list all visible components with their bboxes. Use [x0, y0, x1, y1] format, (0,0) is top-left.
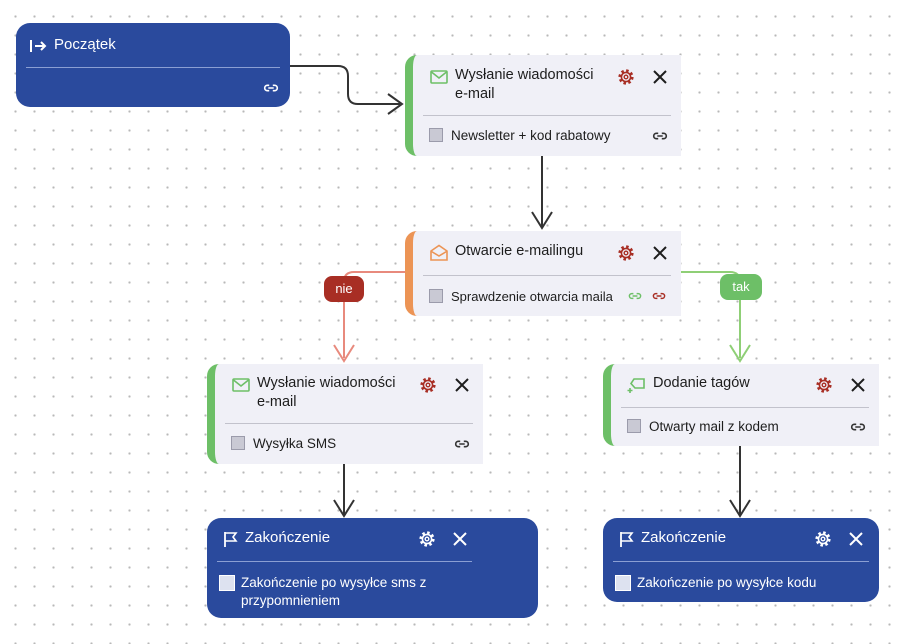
item-checkbox[interactable]	[429, 289, 443, 303]
gear-icon[interactable]	[814, 375, 834, 395]
envelope-open-icon	[430, 244, 448, 261]
item-checkbox[interactable]	[231, 436, 245, 450]
node-title: Zakończenie	[641, 529, 727, 546]
tag-add-icon	[627, 378, 645, 393]
arrowhead-email2-end	[333, 499, 355, 518]
node-item: Zakończenie po wysyłce sms z przypomnien…	[207, 573, 538, 613]
arrowhead-start-email	[387, 93, 404, 115]
node-header: Zakończenie	[207, 518, 538, 566]
gear-icon[interactable]	[616, 67, 636, 87]
link-icon[interactable]	[262, 79, 280, 97]
end-node-sms[interactable]: Zakończenie Zakończenie po wysyłce sms z…	[207, 518, 538, 618]
arrowhead-tags-end	[729, 499, 751, 518]
item-label-line1: Zakończenie po wysyłce sms z	[241, 575, 427, 590]
item-label: Newsletter + kod rabatowy	[451, 128, 611, 143]
node-divider	[423, 115, 671, 116]
node-title-line1: Wysłanie wiadomości	[257, 375, 396, 391]
link-icon[interactable]	[849, 418, 867, 436]
node-title: Dodanie tagów	[653, 375, 750, 391]
node-divider	[621, 407, 869, 408]
start-arrow-icon	[30, 40, 47, 52]
gear-icon[interactable]	[417, 529, 437, 549]
gear-icon[interactable]	[813, 529, 833, 549]
node-divider	[613, 561, 869, 562]
item-label: Wysyłka SMS	[253, 436, 337, 451]
node-divider	[217, 561, 472, 562]
item-checkbox[interactable]	[219, 575, 235, 591]
node-header: Otwarcie e-mailingu	[413, 231, 681, 279]
email-node-sms[interactable]: Wysłanie wiadomości e-mail Wysyłka SMS	[207, 364, 483, 464]
item-checkbox[interactable]	[615, 575, 631, 591]
node-item: Otwarty mail z kodem	[611, 416, 879, 438]
link-icon[interactable]	[651, 127, 669, 145]
close-icon[interactable]	[651, 68, 669, 86]
close-icon[interactable]	[451, 530, 469, 548]
node-divider	[225, 423, 473, 424]
envelope-icon	[430, 70, 448, 84]
node-item: Wysyłka SMS	[215, 433, 483, 455]
gear-icon[interactable]	[616, 243, 636, 263]
node-header: Początek	[16, 23, 290, 71]
item-checkbox[interactable]	[429, 128, 443, 142]
add-tags-node[interactable]: Dodanie tagów Otwarty mail z kodem	[603, 364, 879, 446]
flag-icon	[620, 532, 634, 547]
item-label: Otwarty mail z kodem	[649, 419, 779, 434]
node-header: Zakończenie	[603, 518, 879, 566]
node-title: Otwarcie e-mailingu	[455, 243, 584, 259]
close-icon[interactable]	[651, 244, 669, 262]
node-item: Zakończenie po wysyłce kodu	[603, 573, 879, 595]
node-item: Sprawdzenie otwarcia maila	[413, 286, 681, 308]
branch-no-badge: nie	[324, 276, 364, 302]
flag-icon	[224, 532, 238, 547]
link-icon-yes[interactable]	[627, 288, 643, 304]
end-node-code[interactable]: Zakończenie Zakończenie po wysyłce kodu	[603, 518, 879, 602]
node-divider	[423, 275, 671, 276]
node-header: Wysłanie wiadomości e-mail	[215, 364, 483, 412]
node-divider	[26, 67, 280, 68]
branch-yes-badge: tak	[720, 274, 762, 300]
link-icon-no[interactable]	[651, 288, 667, 304]
item-label-line2: przypomnieniem	[241, 593, 341, 608]
gear-icon[interactable]	[418, 375, 438, 395]
email-node-newsletter[interactable]: Wysłanie wiadomości e-mail Newsletter + …	[405, 55, 681, 156]
close-icon[interactable]	[847, 530, 865, 548]
email-open-node[interactable]: Otwarcie e-mailingu Sprawdzenie otwarcia…	[405, 231, 681, 316]
start-node[interactable]: Początek	[16, 23, 290, 107]
arrowhead-no-branch	[333, 344, 355, 363]
arrowhead-email-open	[531, 211, 553, 230]
node-title-line2: e-mail	[455, 86, 495, 102]
envelope-icon	[232, 378, 250, 392]
node-title: Zakończenie	[245, 529, 331, 546]
node-title: Początek	[54, 36, 116, 53]
link-icon[interactable]	[453, 435, 471, 453]
node-title-line1: Wysłanie wiadomości	[455, 67, 594, 83]
item-checkbox[interactable]	[627, 419, 641, 433]
node-title-line2: e-mail	[257, 394, 297, 410]
node-header: Wysłanie wiadomości e-mail	[413, 55, 681, 103]
close-icon[interactable]	[453, 376, 471, 394]
node-item: Newsletter + kod rabatowy	[413, 125, 681, 147]
node-header: Dodanie tagów	[611, 364, 879, 412]
connector-start-email	[290, 65, 400, 105]
arrowhead-yes-branch	[729, 344, 751, 363]
close-icon[interactable]	[849, 376, 867, 394]
item-label: Sprawdzenie otwarcia maila	[451, 289, 613, 304]
item-label: Zakończenie po wysyłce kodu	[637, 575, 817, 590]
